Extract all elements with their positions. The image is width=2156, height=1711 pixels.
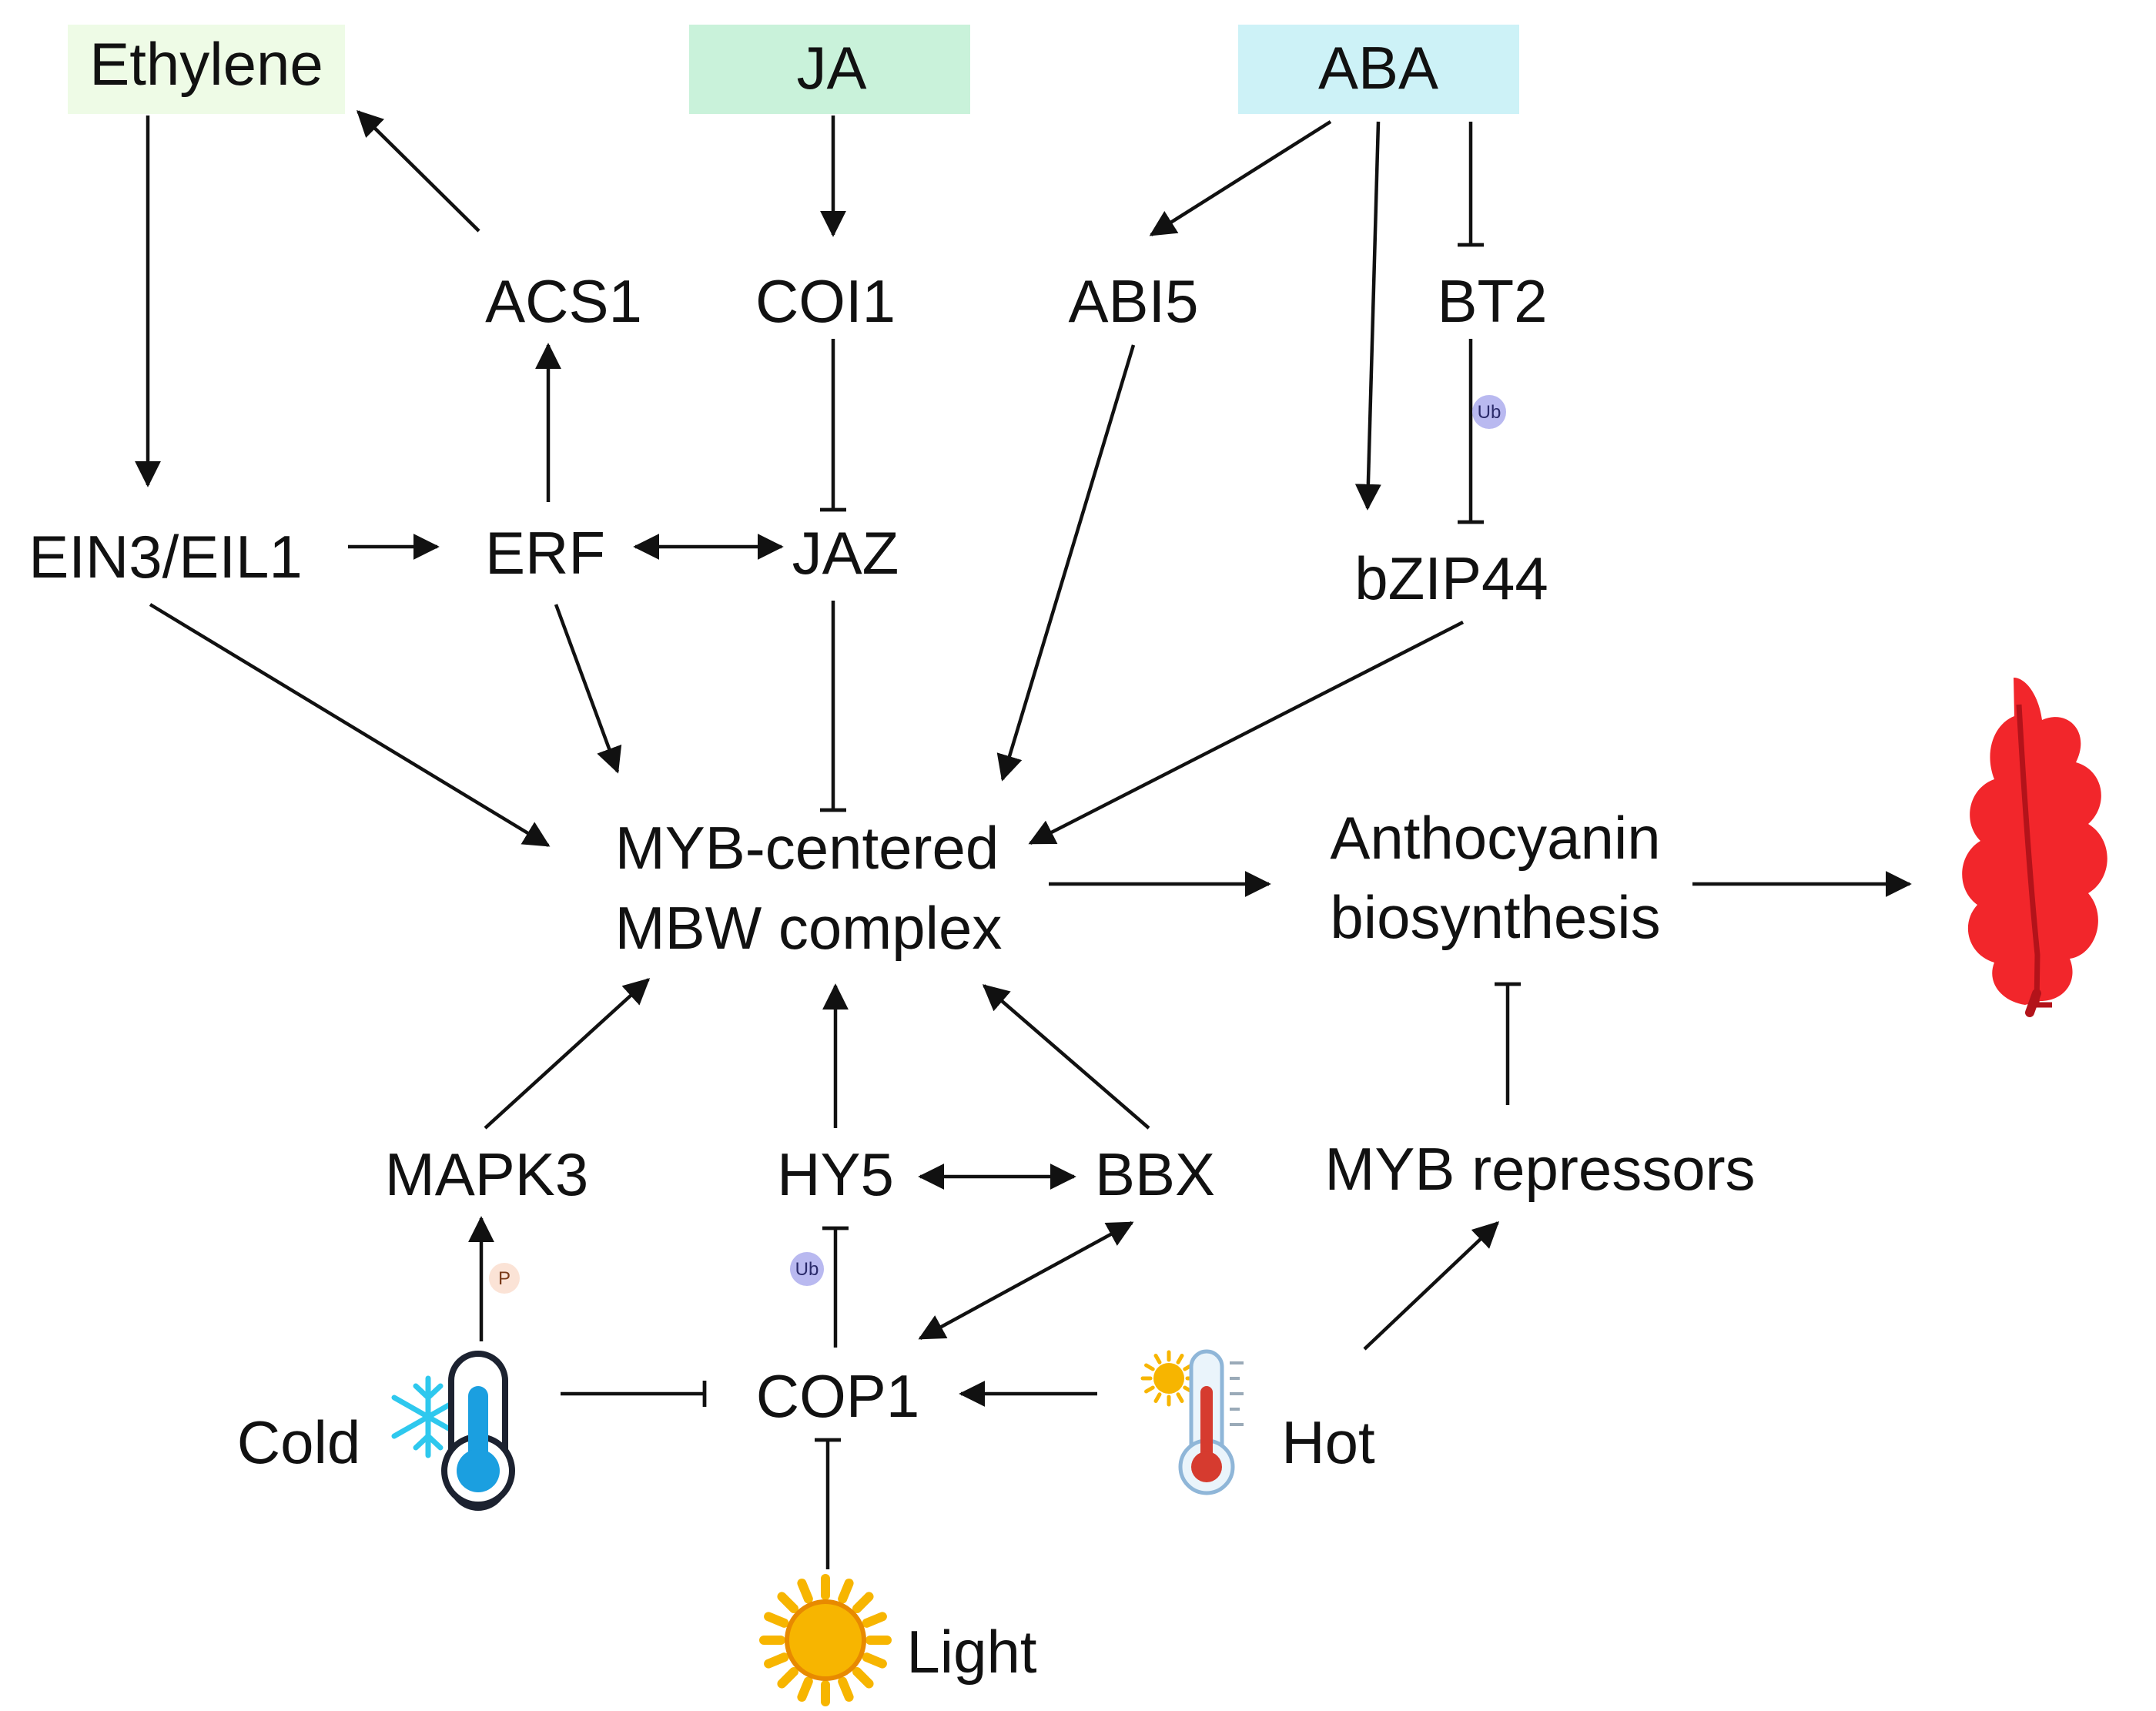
ethylene-box	[68, 25, 345, 114]
light-label: Light	[906, 1618, 1036, 1686]
edge-acs1-to-ethylene	[356, 110, 480, 233]
anthocyanin-line1: Anthocyanin	[1330, 804, 1660, 872]
mbw-complex-line2: MBW complex	[615, 894, 1003, 962]
coi1-label: COI1	[755, 267, 896, 335]
svg-text:Ub: Ub	[1478, 402, 1502, 423]
edge-hot-to-myb-repressors	[1363, 1221, 1500, 1351]
svg-text:P: P	[498, 1268, 511, 1289]
myb-repressors-label: MYB repressors	[1324, 1135, 1755, 1203]
hot-label: Hot	[1281, 1408, 1375, 1476]
phosphorylation-badge: P	[489, 1263, 520, 1294]
red-oak-leaf-icon	[1962, 678, 2107, 1017]
erf-label: ERF	[485, 519, 605, 587]
edge-erf-to-mbw	[554, 604, 622, 774]
bzip44-label: bZIP44	[1354, 544, 1548, 612]
edge-mapk3-to-mbw	[484, 978, 651, 1130]
sun-thermometer-icon	[1140, 1349, 1244, 1495]
ubiquitin-badge-bt2: Ub	[1472, 395, 1506, 429]
edge-abi5-to-mbw	[996, 344, 1136, 782]
hy5-label: HY5	[777, 1140, 894, 1208]
ja-label: JA	[796, 34, 866, 102]
edge-bzip44-to-mbw	[1028, 620, 1465, 845]
edge-bbx-to-mbw	[982, 984, 1150, 1130]
bbx-label: BBX	[1095, 1140, 1215, 1208]
mbw-complex-line1: MYB-centered	[615, 814, 999, 882]
jaz-label: JAZ	[792, 519, 899, 587]
cold-label: Cold	[237, 1408, 360, 1476]
snowflake-thermometer-icon	[391, 1351, 515, 1511]
mapk3-label: MAPK3	[385, 1140, 588, 1208]
anthocyanin-line2: biosynthesis	[1330, 883, 1660, 951]
acs1-label: ACS1	[485, 267, 642, 335]
abi5-label: ABI5	[1068, 267, 1198, 335]
bt2-label: BT2	[1437, 267, 1547, 335]
ja-box	[689, 25, 970, 114]
svg-text:Ub: Ub	[795, 1259, 819, 1280]
ein3-eil1-label: EIN3/EIL1	[28, 523, 303, 591]
aba-box	[1238, 25, 1519, 114]
sun-icon	[759, 1574, 892, 1706]
ubiquitin-badge-cop1: Ub	[790, 1252, 824, 1286]
cop1-label: COP1	[756, 1362, 919, 1430]
edge-aba-to-bzip44	[1354, 121, 1381, 511]
ethylene-label: Ethylene	[89, 30, 323, 98]
aba-label: ABA	[1318, 34, 1438, 102]
edge-ein3-to-mbw	[149, 603, 551, 847]
edge-cop1-bbx-bidirectional	[918, 1221, 1134, 1340]
edge-aba-to-abi5	[1149, 120, 1332, 236]
